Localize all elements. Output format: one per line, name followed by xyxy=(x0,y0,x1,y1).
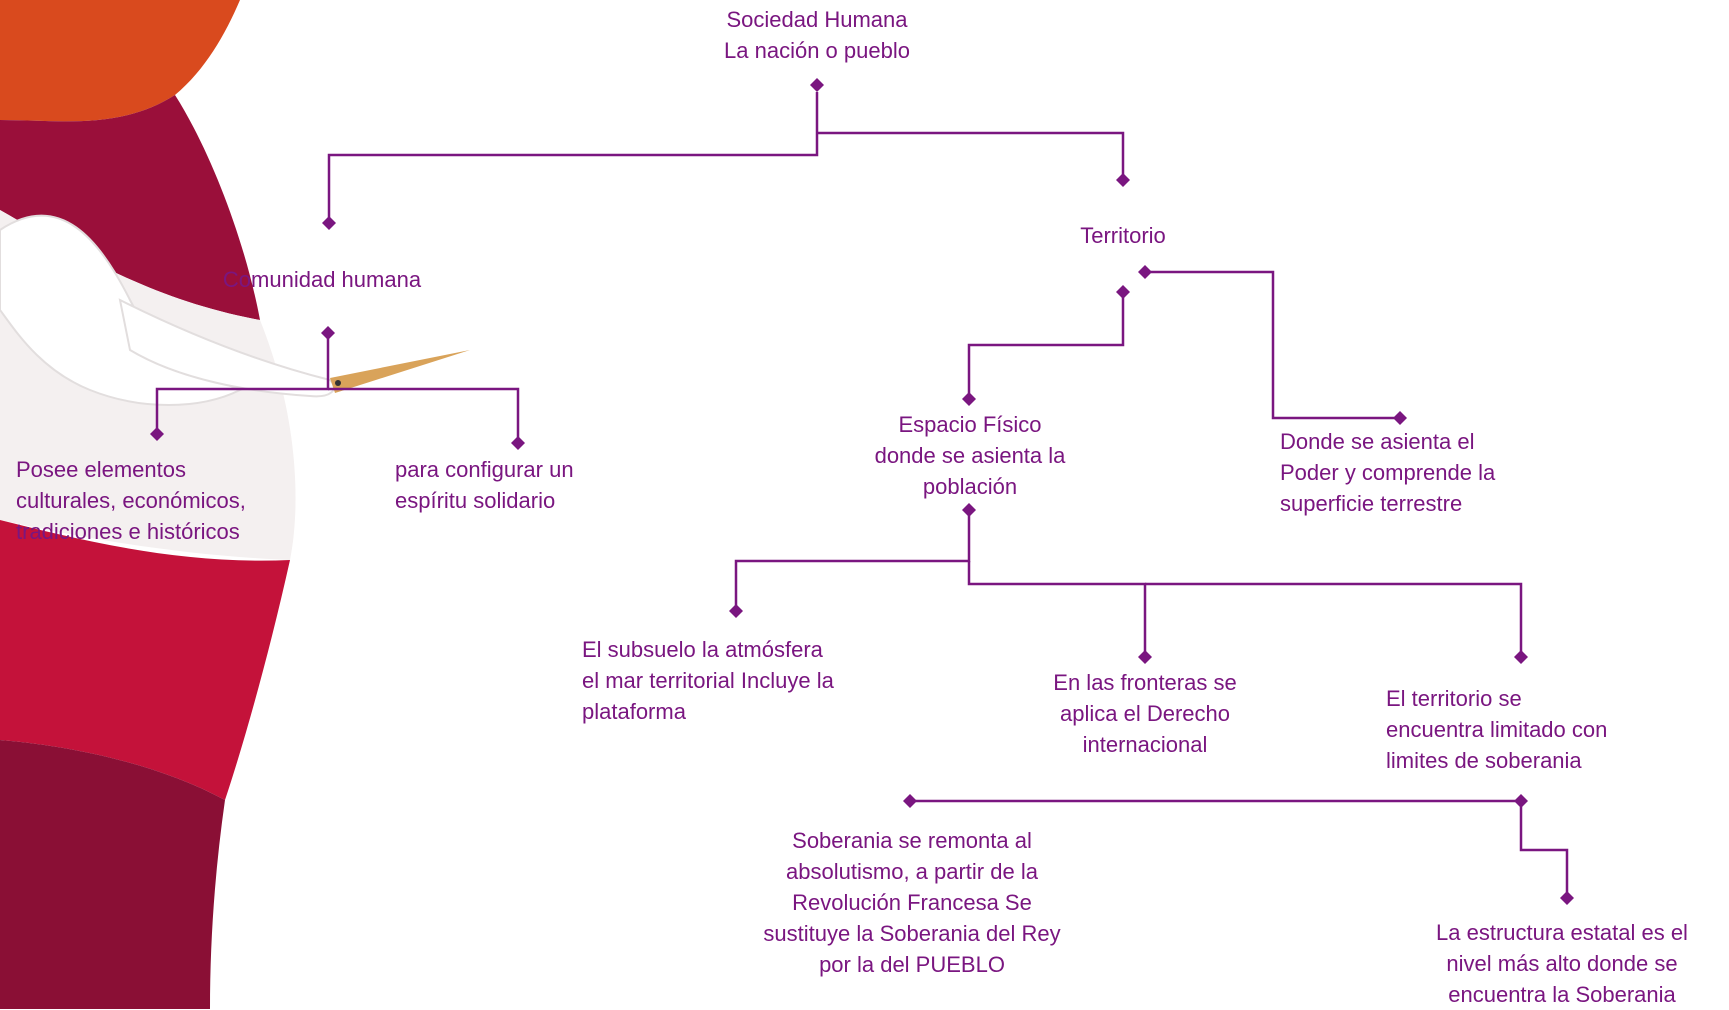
crimson-band xyxy=(0,95,260,320)
diamond-marker-9 xyxy=(962,392,976,406)
connector-lines xyxy=(155,92,1569,898)
node-fronteras-derecho: En las fronteras se aplica el Derecho in… xyxy=(1053,670,1237,757)
diamond-marker-4 xyxy=(321,326,335,340)
egret-neck xyxy=(118,298,335,398)
egret-bird xyxy=(0,214,470,406)
diamond-marker-1 xyxy=(810,78,824,92)
diamond-marker-16 xyxy=(1514,794,1528,808)
conn-limitado-to-estructura xyxy=(1519,801,1569,898)
diamond-marker-11 xyxy=(962,503,976,517)
node-poder-superficie: Donde se asienta el Poder y comprende la… xyxy=(1280,429,1496,516)
diamond-marker-5 xyxy=(150,427,164,441)
conn-territorio-to-espacio xyxy=(967,292,1125,399)
conn-sociedad-to-territorio xyxy=(817,131,1125,178)
node-subsuelo-atmosfera: El subsuelo la atmósfera el mar territor… xyxy=(582,637,834,724)
conn-territorio-to-poder xyxy=(1145,270,1400,420)
node-espacio-fisico: Espacio Físico donde se asienta la pobla… xyxy=(874,412,1066,499)
background-decoration xyxy=(0,0,470,1009)
diamond-marker-3 xyxy=(322,216,336,230)
diamond-marker-13 xyxy=(1138,650,1152,664)
node-sociedad-humana: Sociedad Humana La nación o pueblo xyxy=(724,7,910,63)
diamond-marker-10 xyxy=(1393,411,1407,425)
conn-espacio-to-fronteras xyxy=(967,561,1147,657)
egret-eye xyxy=(335,380,341,386)
conn-comunidad-split xyxy=(155,333,330,434)
diamond-marker-6 xyxy=(511,436,525,450)
node-comunidad-humana: Comunidad humana xyxy=(222,267,422,292)
red-band xyxy=(0,520,290,800)
node-territorio: Territorio xyxy=(1080,223,1166,248)
dark-red-band xyxy=(0,740,225,1009)
node-estructura-estatal: La estructura estatal es el nivel más al… xyxy=(1436,920,1688,1007)
connector-markers xyxy=(150,78,1574,905)
conn-sociedad-to-comunidad xyxy=(327,92,819,222)
node-posee-elementos: Posee elementos culturales, económicos, … xyxy=(16,457,246,544)
conn-comunidad-to-configurar xyxy=(328,387,520,441)
node-soberania-pueblo: Soberania se remonta al absolutismo, a p… xyxy=(763,828,1061,977)
diamond-marker-7 xyxy=(1138,265,1152,279)
diamond-marker-8 xyxy=(1116,285,1130,299)
orange-band xyxy=(0,0,240,122)
diamond-marker-2 xyxy=(1116,173,1130,187)
node-territorio-limitado: El territorio se encuentra limitado con … xyxy=(1386,686,1608,773)
conn-espacio-to-subsuelo xyxy=(734,510,971,611)
egret-beak xyxy=(330,350,470,393)
node-espiritu-solidario: para configurar un espíritu solidario xyxy=(395,457,574,513)
conn-espacio-to-limitado xyxy=(1145,582,1523,657)
diamond-marker-15 xyxy=(903,794,917,808)
diamond-marker-17 xyxy=(1560,891,1574,905)
diamond-marker-12 xyxy=(729,604,743,618)
diamond-marker-14 xyxy=(1514,650,1528,664)
